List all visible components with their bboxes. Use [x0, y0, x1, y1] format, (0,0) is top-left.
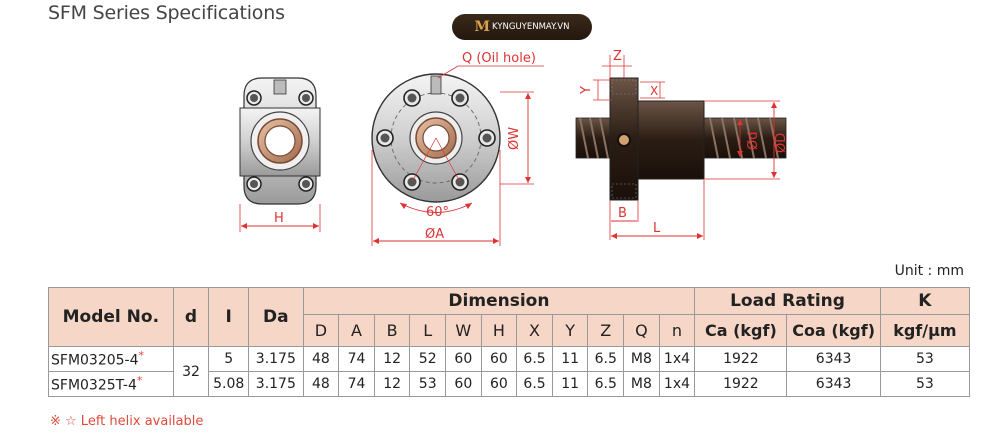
table-cell: 48 — [302, 346, 340, 372]
label-y: Y — [579, 86, 594, 95]
model-name: SFM03205-4 — [51, 352, 139, 369]
label-d: Ød — [746, 132, 761, 150]
header-model: Model No. — [48, 287, 174, 347]
header-dim: X — [516, 314, 553, 347]
table-cell: 48 — [302, 371, 340, 397]
header-dim: L — [409, 314, 447, 347]
model-cell: SFM03205-4* — [48, 346, 174, 372]
header-dim: D — [302, 314, 340, 347]
table-cell: 6.5 — [516, 371, 553, 397]
header-da: Da — [248, 287, 304, 347]
table-cell: 53 — [409, 371, 447, 397]
table-cell: 3.175 — [248, 371, 304, 397]
header-dim: n — [658, 314, 696, 347]
table-cell: M8 — [623, 346, 660, 372]
label-b: B — [618, 206, 627, 221]
label-z: Z — [613, 49, 622, 64]
table-cell: 6.5 — [587, 371, 625, 397]
header-dim: Z — [587, 314, 625, 347]
table-cell: 60 — [445, 346, 482, 372]
header-dim: Q — [623, 314, 660, 347]
table-cell: 74 — [338, 346, 375, 372]
table-cell: 6.5 — [516, 346, 553, 372]
table-cell: 5 — [208, 346, 250, 372]
header-ca: Ca (kgf) — [694, 314, 788, 347]
shared-d-cell: 32 — [172, 346, 210, 397]
table-cell: 11 — [551, 346, 589, 372]
footnote: ※ ☆ Left helix available — [50, 414, 204, 429]
table-cell: 53 — [879, 371, 971, 397]
table-cell: 1922 — [694, 371, 788, 397]
table-row: SFM03205-4* 32 5 3.175 48 74 12 52 60 60… — [48, 346, 971, 397]
table-cell: 53 — [879, 346, 971, 372]
table-cell: 5.08 — [208, 371, 250, 397]
header-dim: Y — [551, 314, 589, 347]
table-cell: 11 — [551, 371, 589, 397]
star-mark: * — [136, 374, 143, 388]
label-angle: 60° — [426, 205, 449, 220]
label-w: ØW — [507, 127, 522, 150]
page-title: SFM Series Specifications — [48, 2, 285, 24]
header-dimension: Dimension — [302, 287, 696, 315]
star-mark: * — [138, 349, 145, 363]
table-cell: M8 — [623, 371, 660, 397]
header-k-unit: kgf/μm — [879, 314, 971, 347]
left-view — [239, 77, 321, 232]
table-cell: 12 — [373, 371, 411, 397]
model-name: SFM0325T-4 — [51, 377, 137, 394]
label-bigd: ØD — [774, 133, 789, 153]
brand-logo: M KYNGUYENMAY.VN — [452, 14, 592, 40]
table-cell: 60 — [480, 346, 518, 372]
header-dim: B — [373, 314, 411, 347]
right-view — [575, 55, 787, 240]
label-q: Q (Oil hole) — [462, 51, 536, 66]
header-load-rating: Load Rating — [694, 287, 881, 315]
table-cell: 3.175 — [248, 346, 304, 372]
label-x: X — [650, 84, 658, 98]
table-cell: 1922 — [694, 346, 788, 372]
technical-drawing: H Q (Oil hole) ØW 60° ØA Z Y X Ød ØD B L — [239, 49, 789, 246]
table-cell: 60 — [480, 371, 518, 397]
table-cell: 74 — [338, 371, 375, 397]
table-row: SFM0325T-4* 5.08 3.175 48 74 12 53 60 60… — [48, 371, 971, 397]
header-dim: W — [445, 314, 482, 347]
header-k: K — [879, 287, 971, 315]
table-cell: 1x4 — [658, 346, 696, 372]
table-cell: 6343 — [786, 371, 881, 397]
table-cell: 60 — [445, 371, 482, 397]
table-cell: 12 — [373, 346, 411, 372]
header-coa: Coa (kgf) — [786, 314, 881, 347]
label-l: L — [653, 221, 661, 236]
label-a: ØA — [425, 227, 444, 242]
header-i: I — [208, 287, 250, 347]
model-cell: SFM0325T-4* — [48, 371, 174, 397]
header-dim: A — [338, 314, 375, 347]
table-cell: 52 — [409, 346, 447, 372]
logo-text: KYNGUYENMAY.VN — [492, 22, 570, 32]
header-d: d — [172, 287, 210, 347]
table-cell: 6343 — [786, 346, 881, 372]
table-cell: 6.5 — [587, 346, 625, 372]
logo-mark: M — [474, 19, 491, 35]
table-cell: 1x4 — [658, 371, 696, 397]
middle-view — [371, 65, 544, 246]
label-h: H — [274, 211, 284, 226]
unit-label: Unit : mm — [894, 263, 964, 279]
spec-table: Model No. d I Da Dimension Load Rating K… — [48, 287, 971, 397]
header-dim: H — [480, 314, 518, 347]
